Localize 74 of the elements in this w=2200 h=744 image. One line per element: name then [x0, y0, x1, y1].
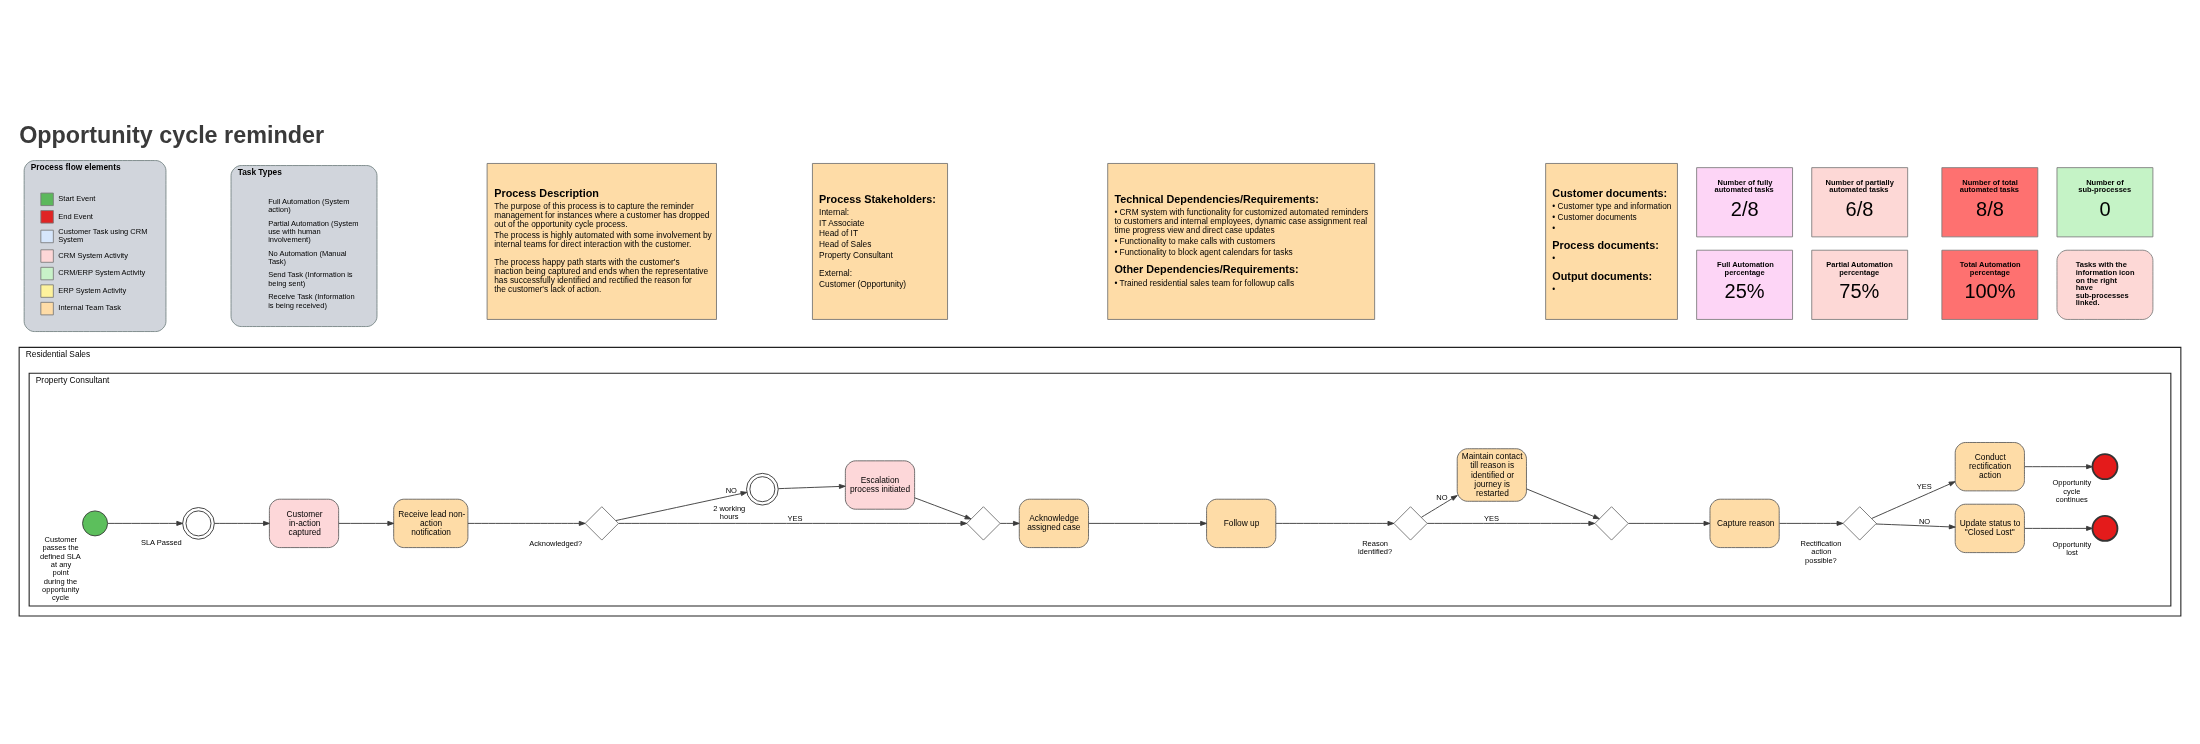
legend-label: Internal Team Task	[58, 303, 122, 313]
node-label: Acknowledged?	[529, 539, 583, 549]
legend-label: ERP System Activity	[58, 285, 127, 295]
node-box: Capture reason	[1709, 498, 1780, 548]
legend-label: Partial Automation (System use with human involvement)	[268, 218, 359, 245]
arrow	[1421, 495, 1458, 518]
node-box: Tasks with the information icon on the right have sub-processes linked.	[2056, 249, 2154, 320]
node-box: Conduct rectification action	[1954, 442, 2025, 492]
edge-label: YES	[1483, 514, 1499, 524]
node-diamond	[584, 506, 619, 541]
arrow	[914, 497, 972, 520]
node-label: 2 working hours	[713, 504, 746, 522]
legend-label: Customer Task using CRM System	[58, 227, 148, 245]
legend-label: End Event	[58, 211, 93, 221]
node-box: Total Automation percentage 100%	[1941, 249, 2039, 320]
legend-label: Full Automation (System action)	[268, 197, 350, 215]
arrow	[1875, 523, 1956, 530]
node-box: Customer documents: • Customer type and information • Customer documents • Process documents: • Output documents: •	[1545, 163, 1678, 320]
node-box: Process Description The purpose of this process is to capture the reminder management for instances where a customer has dropped out of the opportunity cycle process. The process is highly automated with some involvement by internal teams for direct interaction with the customer. The process happy path starts with the customer's inaction being captured and ends when the representative has successfully identified and rectified the reason for the customer's lack of action.	[486, 163, 717, 320]
legend-label: Start Event	[58, 194, 96, 204]
edge-label: NO	[1918, 516, 1931, 526]
node-circle	[2091, 453, 2119, 481]
node-box: Update status to "Closed Lost"	[1954, 503, 2025, 553]
edge-label: YES	[1916, 482, 1932, 492]
edge-label: YES	[787, 514, 803, 524]
node-diamond	[1393, 506, 1428, 541]
node-box: Receive lead non- action notification	[393, 498, 469, 548]
node-box: Maintain contact till reason is identified or journey is restarted	[1456, 448, 1527, 502]
node-label: Reason identified?	[1357, 539, 1393, 557]
arrow	[1088, 520, 1207, 526]
node-box: Customer in-action captured	[268, 498, 340, 548]
arrow	[1779, 520, 1844, 526]
node-box: Acknowledge assigned case	[1018, 498, 1089, 548]
arrow	[618, 520, 968, 526]
arrow	[2024, 525, 2093, 531]
legend-label: CRM System Activity	[58, 250, 128, 260]
legend-label: CRM/ERP System Activity	[58, 268, 146, 278]
node-circle	[2091, 514, 2119, 542]
node-box: Number of partially automated tasks 6/8	[1811, 167, 1909, 238]
legend-label: Send Task (Information is being sent)	[268, 270, 353, 288]
node-diamond	[1842, 506, 1877, 541]
arrow	[777, 483, 846, 490]
legend-label: Receive Task (Information is being received)	[268, 292, 355, 310]
arrow	[2024, 464, 2093, 470]
arrow	[338, 520, 395, 526]
edge-label: NO	[1436, 493, 1448, 503]
node-box: Full Automation percentage 25%	[1696, 249, 1793, 320]
diagram-title: Opportunity cycle reminder	[19, 121, 324, 148]
node-box: Partial Automation percentage 75%	[1811, 249, 1909, 320]
node-box: Number of fully automated tasks 2/8	[1696, 167, 1793, 238]
arrow	[1526, 488, 1600, 520]
arrow	[467, 520, 586, 526]
node-box: Number of sub-processes 0	[2056, 167, 2154, 238]
arrow	[1628, 520, 1711, 526]
node-label: Rectification action possible?	[1800, 539, 1842, 565]
arrow	[1426, 520, 1596, 526]
arrow	[999, 520, 1020, 526]
node-box: Escalation process initiated	[844, 460, 916, 510]
arrow	[1871, 481, 1956, 519]
node-box: Process Stakeholders: Internal: IT Associate Head of IT Head of Sales Property Consultant External: Customer (Opportunity)	[812, 163, 948, 320]
node-label: Opportunity lost	[2052, 539, 2092, 558]
node-box: Number of total automated tasks 8/8	[1941, 167, 2039, 238]
edge-label: NO	[725, 485, 737, 495]
node-circle	[82, 510, 108, 537]
node-box: Follow up	[1206, 498, 1277, 548]
node-label: SLA Passed	[140, 538, 182, 548]
node-label: Customer passes the defined SLA at any point during the opportunity cycle	[40, 534, 81, 603]
arrow	[107, 520, 184, 526]
legend-label: No Automation (Manual Task)	[268, 248, 347, 267]
arrow	[213, 520, 270, 526]
arrow	[1275, 520, 1395, 526]
node-label: Opportunity cycle continues	[2052, 478, 2092, 504]
node-box: Technical Dependencies/Requirements: • CRM system with functionality for customized automated reminders to customers and internal employees, dynamic case assignment real time progress view and direct case updates • Functionality to make calls with customers • Functionality to block agent calendars for tasks Other Dependencies/Requirements: • Trained residential sales team for followup calls	[1107, 163, 1376, 320]
arrow	[615, 491, 748, 521]
